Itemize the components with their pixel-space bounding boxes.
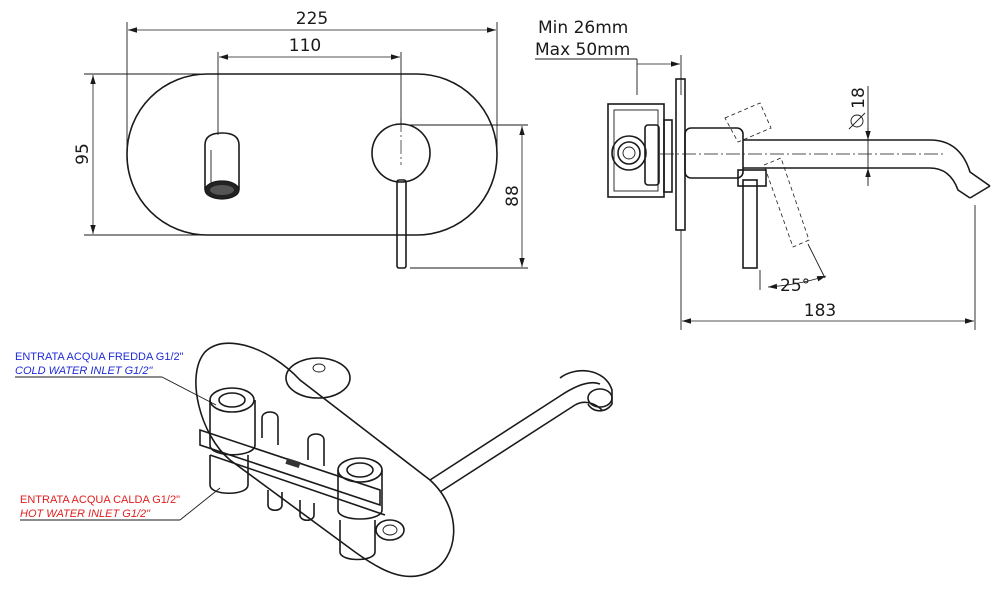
angle-label: 25°	[780, 276, 810, 296]
valve-body	[607, 103, 673, 198]
hot-inlet-label-it: ENTRATA ACQUA CALDA G1/2"	[20, 494, 180, 506]
lever-tilt-ghost	[724, 102, 810, 248]
side-view: Min 26mm Max 50mm	[535, 18, 991, 330]
width-label: 225	[296, 9, 328, 29]
projection-label: 183	[804, 301, 836, 321]
iso-cover-plate	[195, 342, 455, 578]
cold-inlet-label-it: ENTRATA ACQUA FREDDA G1/2"	[15, 351, 184, 363]
isometric-view	[195, 342, 613, 578]
iso-spout	[429, 370, 613, 493]
cold-inlet-callout: ENTRATA ACQUA FREDDA G1/2" COLD WATER IN…	[15, 351, 217, 406]
diameter-symbol	[850, 114, 864, 128]
wall-min-label: Min 26mm	[538, 18, 628, 38]
spout-diameter-label: 18	[849, 87, 869, 109]
front-view: 225 110 95 88	[73, 9, 528, 269]
cold-inlet-label-en: COLD WATER INLET G1/2"	[15, 365, 153, 377]
angle-arc	[767, 275, 827, 290]
wall-plate-side	[675, 78, 686, 231]
iso-cold-inlet	[209, 387, 256, 495]
lever-side	[742, 179, 758, 269]
spacing-label: 110	[289, 36, 321, 56]
iso-valve-bar	[199, 428, 381, 507]
hot-inlet-label-en: HOT WATER INLET G1/2"	[20, 508, 151, 520]
cover-plate	[126, 73, 498, 236]
iso-hot-inlet	[337, 457, 405, 561]
height-label: 95	[73, 143, 93, 165]
hot-inlet-callout: ENTRATA ACQUA CALDA G1/2" HOT WATER INLE…	[20, 487, 221, 521]
wall-max-label: Max 50mm	[535, 40, 630, 60]
spout-front	[204, 132, 240, 200]
lever-handle	[371, 118, 431, 269]
spout-side	[660, 139, 991, 199]
lever-height-label: 88	[503, 185, 523, 207]
